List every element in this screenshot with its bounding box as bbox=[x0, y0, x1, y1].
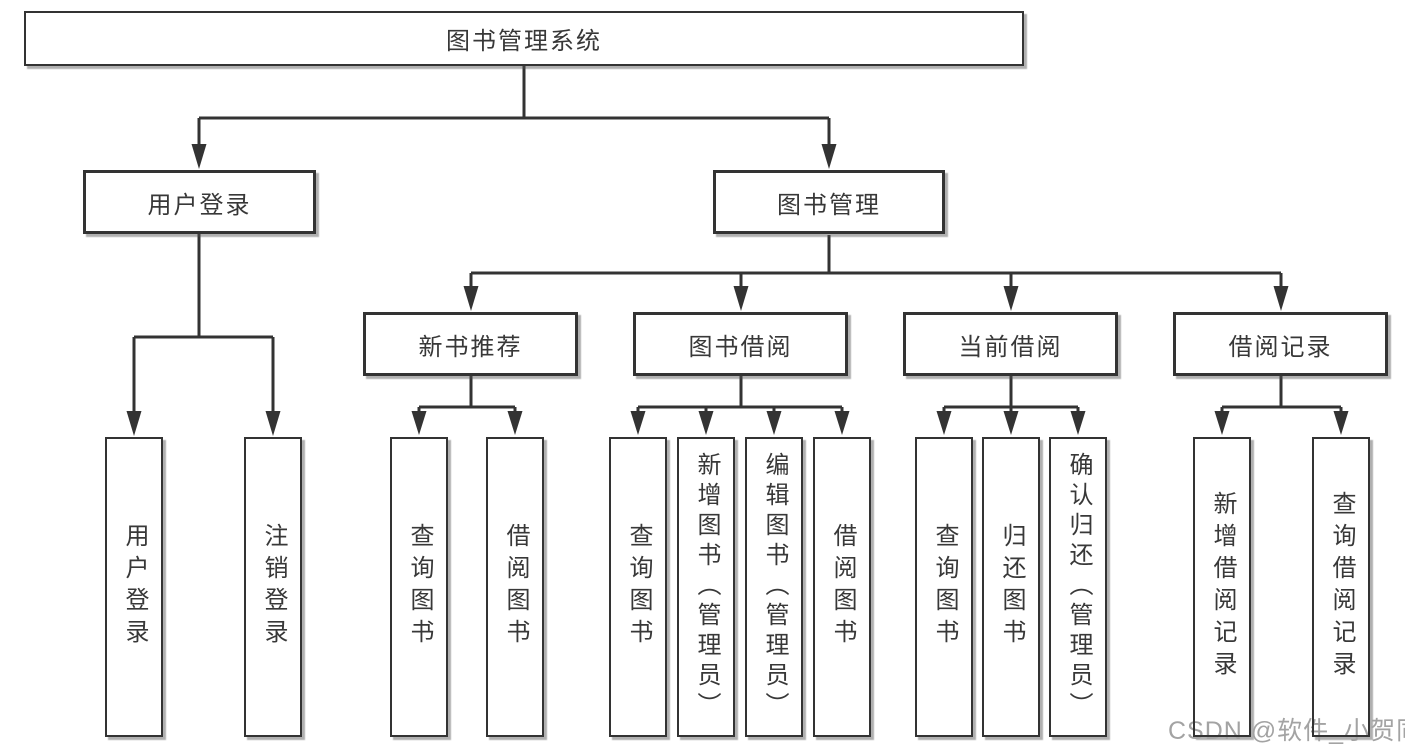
leaf-return-books: 归还图书 bbox=[982, 437, 1040, 737]
leaf-query-borrow-record: 查询借阅记录 bbox=[1312, 437, 1370, 737]
connector-book-borrow-to-leaves bbox=[630, 376, 850, 435]
node-book-borrow: 图书借阅 bbox=[633, 312, 848, 376]
node-label: 注销登录 bbox=[260, 523, 287, 651]
leaf-borrow-books: 借阅图书 bbox=[813, 437, 871, 737]
connector-root-to-level2 bbox=[191, 66, 837, 169]
node-label: 查询图书 bbox=[931, 523, 958, 651]
leaf-add-books-admin: 新增图书（管理员） bbox=[677, 437, 735, 737]
leaf-add-borrow-record: 新增借阅记录 bbox=[1193, 437, 1251, 737]
leaf-query-books-borrow: 查询图书 bbox=[609, 437, 667, 737]
leaf-borrow-books-recommend: 借阅图书 bbox=[486, 437, 544, 737]
node-label: 当前借阅 bbox=[958, 333, 1063, 361]
node-label: 新增借阅记录 bbox=[1209, 491, 1236, 683]
connector-current-borrow-to-leaves bbox=[936, 376, 1086, 435]
connector-user-login-to-leaves bbox=[126, 234, 281, 436]
node-book-management: 图书管理 bbox=[713, 170, 945, 234]
node-current-borrow: 当前借阅 bbox=[903, 312, 1118, 376]
node-label: 借阅记录 bbox=[1228, 333, 1333, 361]
node-library-management-system: 图书管理系统 bbox=[24, 11, 1024, 66]
node-borrow-record: 借阅记录 bbox=[1173, 312, 1388, 376]
node-label: 查询图书 bbox=[625, 523, 652, 651]
node-label: 查询借阅记录 bbox=[1328, 491, 1355, 683]
node-label: 图书管理 bbox=[777, 191, 881, 219]
leaf-query-books-current: 查询图书 bbox=[915, 437, 973, 737]
node-label: 用户登录 bbox=[121, 523, 148, 651]
leaf-query-books-recommend: 查询图书 bbox=[390, 437, 448, 737]
node-label: 查询图书 bbox=[406, 523, 433, 651]
node-new-book-recommend: 新书推荐 bbox=[363, 312, 578, 376]
node-label: 用户登录 bbox=[147, 191, 252, 219]
connector-book-management-to-level3 bbox=[463, 235, 1289, 311]
node-label: 确认归还（管理员） bbox=[1065, 452, 1092, 722]
leaf-edit-books-admin: 编辑图书（管理员） bbox=[745, 437, 803, 737]
node-label: 编辑图书（管理员） bbox=[761, 452, 788, 722]
node-label: 归还图书 bbox=[998, 523, 1025, 651]
node-label: 借阅图书 bbox=[829, 523, 856, 651]
leaf-confirm-return-admin: 确认归还（管理员） bbox=[1049, 437, 1107, 737]
node-user-login: 用户登录 bbox=[83, 170, 316, 234]
leaf-logout: 注销登录 bbox=[244, 437, 302, 737]
node-label: 新增图书（管理员） bbox=[693, 452, 720, 722]
node-label: 图书管理系统 bbox=[446, 28, 602, 55]
node-label: 图书借阅 bbox=[688, 333, 793, 361]
node-label: 新书推荐 bbox=[418, 333, 523, 361]
leaf-user-login: 用户登录 bbox=[105, 437, 163, 737]
csdn-watermark: CSDN @软件_小贺同学 bbox=[1168, 717, 1405, 745]
connector-new-book-recommend-to-leaves bbox=[411, 376, 523, 435]
node-label: 借阅图书 bbox=[502, 523, 529, 651]
connector-borrow-record-to-leaves bbox=[1214, 376, 1349, 435]
